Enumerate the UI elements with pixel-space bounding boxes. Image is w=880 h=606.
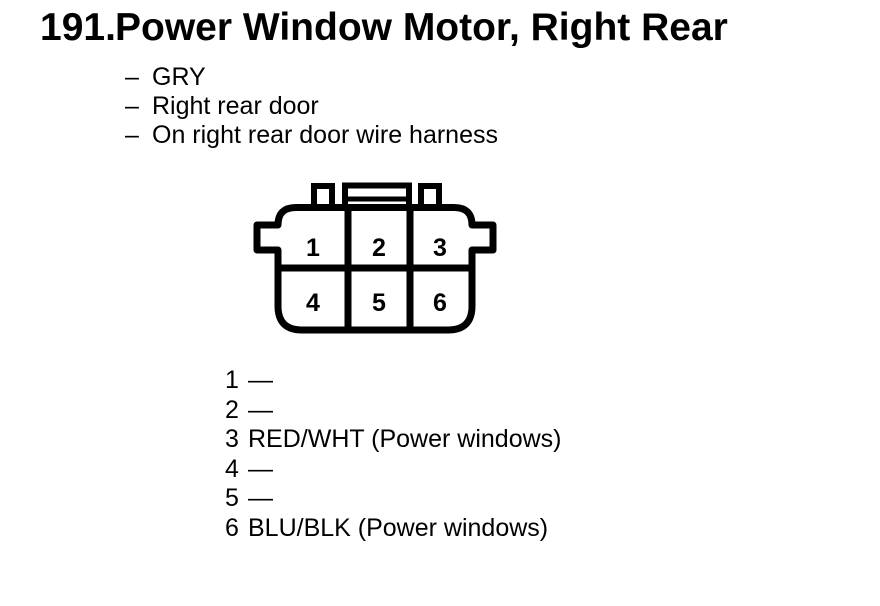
pin-wire-label: —	[248, 484, 273, 512]
pin-row: 2—	[225, 396, 561, 426]
pin-row: 6 BLU/BLK (Power windows)	[225, 514, 561, 544]
detail-dash: –	[125, 92, 139, 120]
pin-row: 3 RED/WHT (Power windows)	[225, 425, 561, 455]
detail-text: GRY	[152, 63, 206, 91]
pin-wire-label: —	[248, 366, 273, 394]
page-title: Power Window Motor, Right Rear	[115, 6, 728, 49]
detail-line: –On right rear door wire harness	[125, 121, 498, 150]
connector-pin-1: 1	[306, 234, 320, 262]
detail-line: –GRY	[125, 63, 498, 92]
pin-row: 4—	[225, 455, 561, 485]
pin-number: 1	[225, 366, 239, 394]
pin-row: 1—	[225, 366, 561, 396]
detail-dash: –	[125, 121, 139, 149]
pin-wire-label: BLU/BLK (Power windows)	[248, 513, 549, 542]
pin-number: 2	[225, 395, 239, 424]
connector-pin-2: 2	[372, 234, 386, 262]
detail-text: Right rear door	[152, 92, 319, 120]
pin-number: 4	[225, 454, 239, 483]
connector-pin-3: 3	[433, 234, 447, 262]
connector-pin-6: 6	[433, 289, 447, 317]
detail-line: –Right rear door	[125, 92, 498, 121]
pin-wire-label: RED/WHT (Power windows)	[248, 425, 562, 453]
connector-pin-4: 4	[306, 289, 320, 317]
pin-wire-label: —	[248, 454, 273, 483]
detail-dash: –	[125, 63, 139, 91]
detail-text: On right rear door wire harness	[152, 121, 498, 149]
connector-pin-5: 5	[372, 289, 386, 317]
pin-wire-label: —	[248, 395, 273, 424]
pin-number: 6	[225, 513, 239, 542]
item-number: 191.	[40, 6, 116, 49]
connector-details: –GRY –Right rear door –On right rear doo…	[125, 63, 498, 150]
connector-pinout-diagram: 1 2 3 4 5 6	[253, 182, 497, 334]
pin-number: 5	[225, 484, 239, 512]
pin-row: 5—	[225, 484, 561, 514]
pin-number: 3	[225, 425, 239, 453]
